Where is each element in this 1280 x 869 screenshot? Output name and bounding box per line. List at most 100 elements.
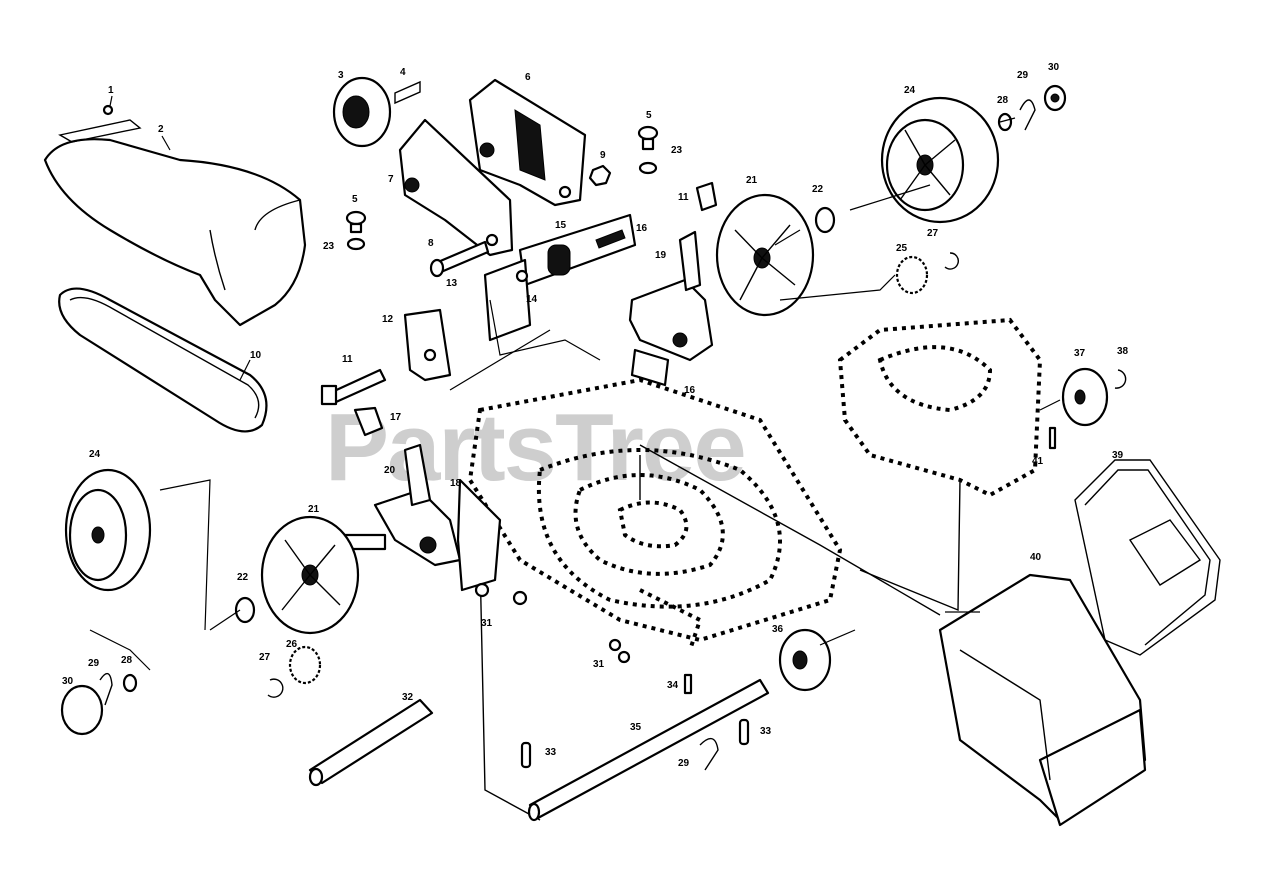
rear-wheel-right-21 <box>715 193 815 317</box>
nut-31-bottom <box>608 638 631 664</box>
callout-17: 17 <box>390 412 402 423</box>
callout-21: 21 <box>746 175 758 186</box>
nut-31-left <box>474 582 528 606</box>
gear-25 <box>895 255 929 295</box>
clip-29-bottom <box>699 737 719 771</box>
callout-39: 39 <box>1112 450 1124 461</box>
bolt-11 <box>320 368 387 406</box>
tube-32 <box>308 698 434 787</box>
callout-18: 18 <box>450 478 462 489</box>
pin-41 <box>1048 426 1057 450</box>
callout-40: 40 <box>1030 552 1042 563</box>
bolt-8 <box>429 240 490 278</box>
washer-23-top <box>638 161 658 175</box>
pin-34 <box>683 673 693 695</box>
callout-3: 3 <box>338 70 344 81</box>
front-tire-left-24 <box>64 468 152 592</box>
clip-29-right <box>1019 99 1036 131</box>
knob-5-left <box>345 210 367 234</box>
height-adjuster-left <box>343 443 502 592</box>
ring-27-left <box>267 678 284 698</box>
nut-14 <box>515 269 529 283</box>
axle-35 <box>527 678 770 822</box>
pin-4 <box>394 80 421 105</box>
callout-9: 9 <box>600 150 606 161</box>
callout-35: 35 <box>630 722 642 733</box>
washer-28-left <box>122 673 138 693</box>
callout-15: 15 <box>555 220 567 231</box>
callout-29: 29 <box>1017 70 1029 81</box>
belt-cover <box>43 138 307 327</box>
callout-27: 27 <box>259 652 271 663</box>
ring-27-right <box>944 252 959 270</box>
callout-37: 37 <box>1074 348 1086 359</box>
callout-32: 32 <box>402 692 414 703</box>
callout-8: 8 <box>428 238 434 249</box>
callout-31: 31 <box>593 659 605 670</box>
callout-26: 26 <box>286 639 298 650</box>
clip-29-left <box>99 672 113 706</box>
callout-2: 2 <box>158 124 164 135</box>
callout-28: 28 <box>121 655 133 666</box>
callout-22: 22 <box>812 184 824 195</box>
callout-24: 24 <box>904 85 916 96</box>
pulley-3 <box>332 76 392 148</box>
front-wheel-left-21 <box>260 515 360 635</box>
callout-23: 23 <box>323 241 335 252</box>
callout-23: 23 <box>671 145 683 156</box>
ring-38 <box>1114 369 1127 389</box>
knob-5-top <box>637 125 659 151</box>
knob-17 <box>353 406 384 437</box>
callout-36: 36 <box>772 624 784 635</box>
pin-33-left <box>520 741 532 769</box>
callout-5: 5 <box>646 110 652 121</box>
watermark: PartsTree <box>325 394 745 501</box>
callout-20: 20 <box>384 465 396 476</box>
callout-14: 14 <box>526 294 538 305</box>
callout-27: 27 <box>927 228 939 239</box>
handle-bag-frame <box>1074 459 1221 656</box>
callout-28: 28 <box>997 95 1009 106</box>
cap-30-left <box>60 684 104 736</box>
callout-21: 21 <box>308 504 320 515</box>
callout-38: 38 <box>1117 346 1129 357</box>
mounting-bracket <box>398 118 514 257</box>
callout-6: 6 <box>525 72 531 83</box>
callout-1: 1 <box>108 85 114 96</box>
pulley-37 <box>1061 367 1109 427</box>
callout-11: 11 <box>342 354 353 365</box>
callout-16: 16 <box>684 385 696 396</box>
retainer-clip <box>58 104 142 143</box>
callout-12: 12 <box>382 314 394 325</box>
callout-30: 30 <box>1048 62 1060 73</box>
engine <box>837 317 1043 612</box>
callout-7: 7 <box>388 174 394 185</box>
height-adjuster-right <box>628 230 714 387</box>
height-plate-slot <box>518 213 637 287</box>
pin-33-right <box>738 718 750 746</box>
cap-30-right <box>1043 84 1067 112</box>
height-adjust-plate <box>468 78 587 207</box>
pin-16 <box>595 229 626 249</box>
callout-11: 11 <box>678 192 689 203</box>
nut-9 <box>588 164 612 187</box>
grass-bag <box>938 573 1147 827</box>
callout-30: 30 <box>62 676 74 687</box>
callout-labels: 1 2 3 4 5 5 6 7 8 9 10 11 11 12 13 14 15… <box>62 62 1129 769</box>
washer-28-right <box>997 112 1013 132</box>
callout-41: 41 <box>1032 456 1044 467</box>
callout-22: 22 <box>237 572 249 583</box>
callout-4: 4 <box>400 67 406 78</box>
washer-23-left <box>346 237 366 251</box>
callout-25: 25 <box>896 243 908 254</box>
callout-29: 29 <box>678 758 690 769</box>
callout-16: 16 <box>636 223 648 234</box>
callout-19: 19 <box>655 250 667 261</box>
pivot-bracket-left <box>403 308 452 382</box>
rear-tire-right-24 <box>880 96 1000 224</box>
callout-33: 33 <box>760 726 772 737</box>
callout-10: 10 <box>250 350 262 361</box>
pulley-36 <box>778 628 832 692</box>
drive-belt <box>58 287 268 433</box>
callout-13: 13 <box>446 278 458 289</box>
